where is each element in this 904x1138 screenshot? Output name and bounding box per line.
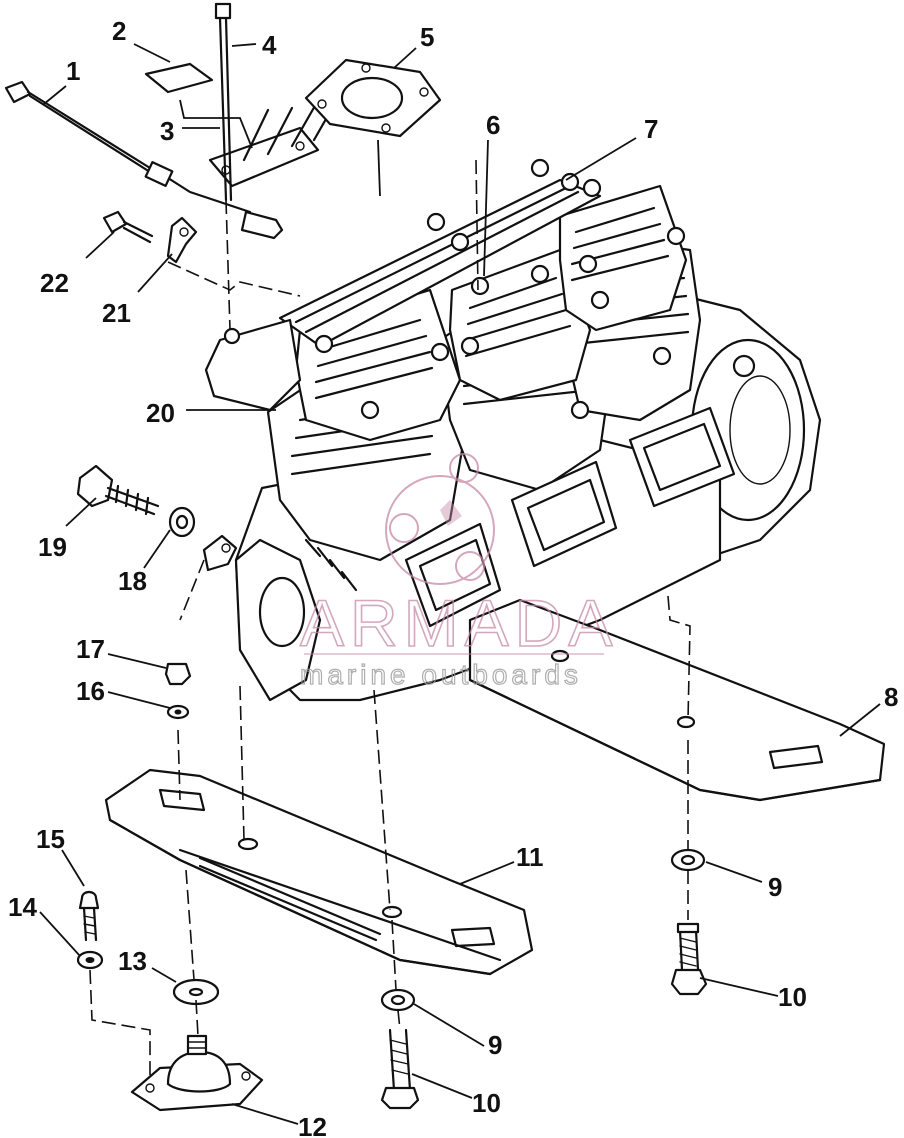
part-5-gasket [304,58,442,197]
part-18-washer [168,506,196,538]
callout-22: 22 [40,268,69,298]
part-19-bolt [76,464,160,516]
armada-watermark: ARMADA marine outboards [299,453,618,691]
callout-10-right: 10 [778,982,807,1012]
callout-15: 15 [36,824,65,854]
assembly-lines [89,159,691,1080]
part-22-stud [102,210,154,244]
part-7-head-cover [278,158,602,354]
callout-7: 7 [644,114,658,144]
callout-6: 6 [486,110,500,140]
callout-13: 13 [118,946,147,976]
callout-11: 11 [516,842,544,872]
head-bolts [360,226,686,420]
callout-9-center: 9 [488,1030,502,1060]
callout-9-right: 9 [768,872,782,902]
leader-lines [39,43,881,1125]
callout-17: 17 [76,634,105,664]
callout-19: 19 [38,532,67,562]
watermark-logo [385,453,495,585]
part-17-nut [164,662,192,686]
part-15-bolt [78,890,100,942]
callout-5: 5 [420,22,434,52]
callout-8: 8 [884,682,898,712]
callout-16: 16 [76,676,105,706]
callout-10-center: 10 [472,1088,501,1118]
callout-21: 21 [102,298,131,328]
part-21-lug [166,216,198,264]
crank-end [234,538,358,702]
callout-20: 20 [146,398,175,428]
callout-14: 14 [8,892,37,922]
callout-2: 2 [112,16,126,46]
intake-ports [404,406,736,628]
watermark-tagline: marine outboards [300,659,582,690]
part-2-decal [144,62,214,94]
callout-3: 3 [160,116,174,146]
watermark-brand: ARMADA [300,586,618,660]
part-10-bolt-center [380,1028,420,1110]
part-16-washer [166,704,190,720]
part-10-bolt-right [670,922,708,996]
callout-1: 1 [66,56,80,86]
engine-block [204,158,822,702]
callout-4: 4 [262,30,277,60]
callout-labels: 1 2 3 4 5 6 7 8 9 10 11 9 10 12 13 14 15… [8,16,898,1138]
ground-lug [179,534,238,621]
part-12-rubber-mount [130,1034,264,1112]
part-9-washer-center [380,988,416,1012]
part-4-long-bolt [214,2,233,331]
callout-18: 18 [118,566,147,596]
part-1-cable [4,80,284,240]
part-14-washer [76,950,104,970]
callout-12: 12 [298,1112,327,1138]
part-11-mount-plate [104,768,534,976]
part-9-washer-right [670,848,706,872]
part-8-mount-plate [468,598,886,802]
